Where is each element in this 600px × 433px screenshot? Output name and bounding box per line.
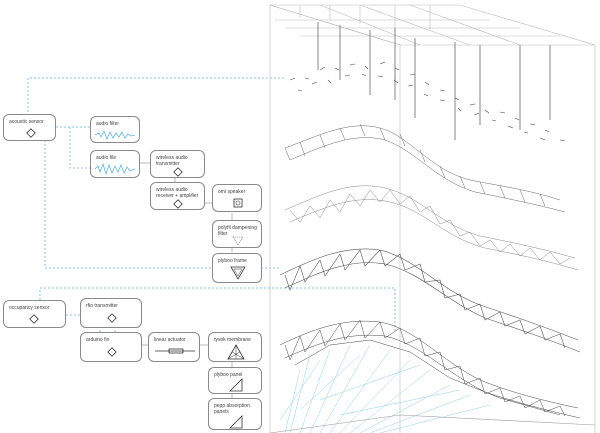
acoustic-sensor-box: acoustic sensor xyxy=(3,114,56,141)
transmitter-icon xyxy=(107,313,117,323)
hanging-rods xyxy=(317,22,551,140)
arduino-fio-box: arduino fio xyxy=(80,332,142,362)
arduino-fio-label: arduino fio xyxy=(86,337,110,343)
tyvek-membrane-box: tyvek membrane xyxy=(208,332,262,362)
receiver-icon xyxy=(173,199,183,209)
fragment-layer xyxy=(289,61,566,142)
polyfil-filter-box: polyfil dampening filter xyxy=(212,220,262,248)
plyboo-frame-box: plyboo frame xyxy=(212,253,262,283)
plyboo-panel-box: plyboo panel xyxy=(208,367,262,394)
sound-rays xyxy=(279,344,491,433)
omni-speaker-box: omi speaker xyxy=(212,184,262,212)
wireless-receiver-label: wireless audio receiver + amplifier xyxy=(156,187,199,199)
audio-file-box: audio file xyxy=(90,150,140,178)
audio-filter-label: audio filter xyxy=(96,121,120,127)
membrane-layer-1 xyxy=(284,123,566,213)
speaker-icon xyxy=(233,198,243,208)
panel-icon xyxy=(229,378,243,392)
plyboo-frame-label: plyboo frame xyxy=(218,258,247,264)
omni-speaker-label: omi speaker xyxy=(218,189,246,195)
pepp-panels-box: pepp absorption panels xyxy=(208,398,262,430)
transmitter-icon xyxy=(173,167,183,177)
sensor-icon xyxy=(29,314,39,324)
linear-actuator-box: linear actuator xyxy=(148,332,200,362)
polyfil-filter-label: polyfil dampening filter xyxy=(218,225,257,237)
wireless-receiver-box: wireless audio receiver + amplifier xyxy=(150,182,205,210)
tyvek-membrane-label: tyvek membrane xyxy=(214,337,251,343)
acoustic-sensor-label: acoustic sensor xyxy=(9,119,44,125)
panel-layer xyxy=(279,319,581,419)
audio-file-label: audio file xyxy=(96,155,117,161)
filter-icon xyxy=(232,236,244,246)
frame-outline xyxy=(269,4,596,433)
occupancy-sensor-label: occupancy sensor xyxy=(9,305,50,311)
sensor-icon xyxy=(26,128,36,138)
plyboo-panel-label: plyboo panel xyxy=(214,372,243,378)
wireless-transmitter-label: wireless audio transmitter xyxy=(156,155,188,167)
membrane-icon xyxy=(227,344,245,360)
membrane-layer-2 xyxy=(284,185,579,271)
audio-filter-box: audio filter xyxy=(90,116,140,143)
linear-actuator-label: linear actuator xyxy=(154,337,186,343)
wireless-transmitter-box: wireless audio transmitter xyxy=(150,150,205,178)
floor-outline xyxy=(269,414,596,433)
frame-layer xyxy=(279,248,581,353)
waveform-icon xyxy=(95,163,136,175)
panel-icon xyxy=(229,415,243,429)
triangle-frame-icon xyxy=(230,266,246,280)
rfio-transmitter-box: rfio transmitter xyxy=(80,298,142,328)
rfio-transmitter-label: rfio transmitter xyxy=(86,303,118,309)
occupancy-sensor-box: occupancy sensor xyxy=(3,300,66,328)
waveform-icon xyxy=(95,130,136,141)
actuator-icon xyxy=(155,348,195,354)
board-icon xyxy=(107,347,117,357)
pepp-panels-label: pepp absorption panels xyxy=(214,403,250,415)
